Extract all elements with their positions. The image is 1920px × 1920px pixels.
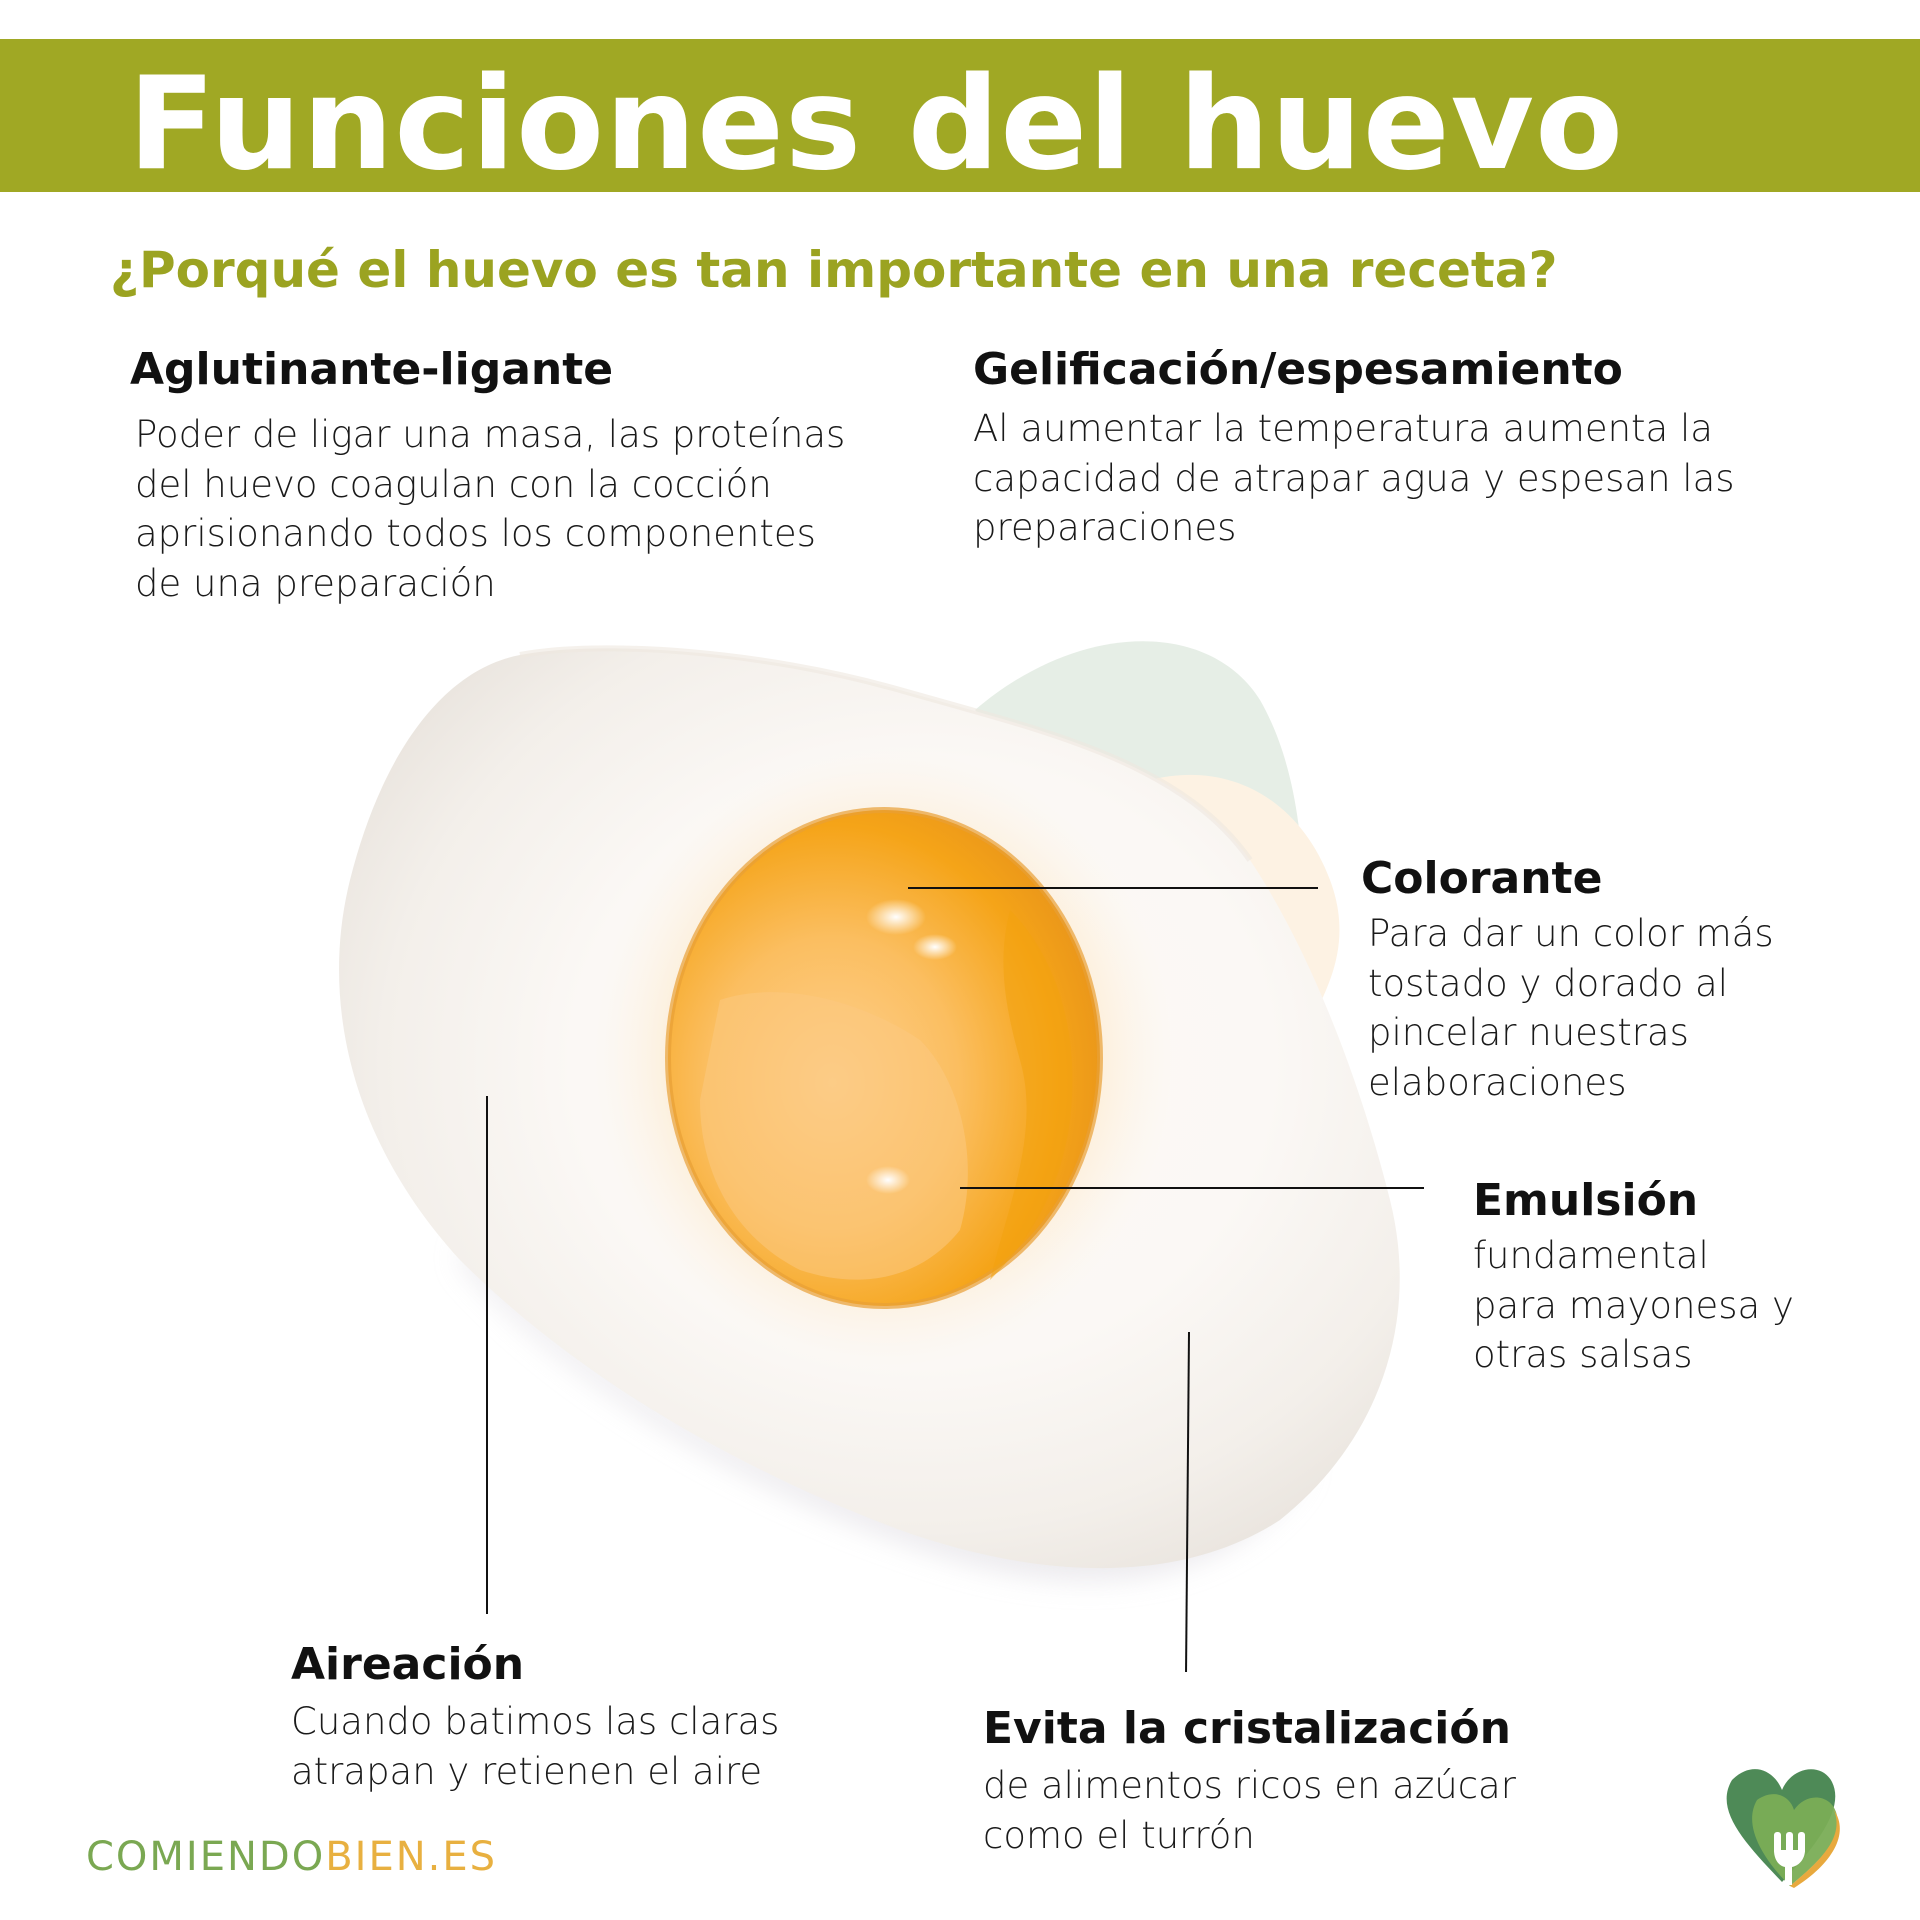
leader-line-aireacion xyxy=(486,1096,488,1614)
function-heading: Aglutinante-ligante xyxy=(130,344,614,395)
function-heading: Aireación xyxy=(291,1639,525,1690)
function-gelificacion: Gelificación/espesamiento Al aumentar la… xyxy=(973,344,1735,553)
function-heading: Emulsión xyxy=(1473,1175,1699,1226)
leader-line-colorante xyxy=(908,887,1318,889)
function-text-line: elaboraciones xyxy=(1368,1060,1627,1104)
leader-line-emulsion xyxy=(960,1187,1424,1189)
function-text-line: preparaciones xyxy=(973,506,1237,549)
function-emulsion: Emulsión fundamental para mayonesa y otr… xyxy=(1473,1175,1794,1380)
function-text-line: fundamental xyxy=(1473,1234,1709,1277)
function-text-line: Cuando batimos las claras xyxy=(291,1700,780,1743)
function-aireacion: Aireación Cuando batimos las claras atra… xyxy=(291,1639,779,1796)
function-colorante: Colorante Para dar un color más tostado … xyxy=(1361,853,1774,1107)
function-text-line: Al aumentar la temperatura aumenta la xyxy=(973,407,1713,450)
page-title: Funciones del huevo xyxy=(128,50,1624,199)
function-text-line: de una preparación xyxy=(135,561,496,605)
brand-part-comiendo: COMIENDO xyxy=(86,1834,326,1880)
page-subtitle: ¿Porqué el huevo es tan importante en un… xyxy=(110,241,1558,299)
heart-fork-icon xyxy=(1726,1769,1840,1888)
function-heading: Gelificación/espesamiento xyxy=(973,344,1623,395)
function-text-line: de alimentos ricos en azúcar xyxy=(983,1764,1516,1807)
function-aglutinante: Aglutinante-ligante Poder de ligar una m… xyxy=(130,344,845,608)
function-heading: Colorante xyxy=(1361,853,1603,904)
function-text-line: otras salsas xyxy=(1473,1333,1693,1376)
function-cristalizacion: Evita la cristalización de alimentos ric… xyxy=(983,1703,1516,1860)
function-heading: Evita la cristalización xyxy=(983,1703,1511,1754)
function-text-line: Para dar un color más xyxy=(1368,912,1774,955)
title-bar xyxy=(0,39,1920,192)
function-text-line: tostado y dorado al xyxy=(1368,961,1728,1005)
function-text-line: del huevo coagulan con la cocción xyxy=(135,462,772,506)
leader-line-cristalizacion xyxy=(1185,1332,1190,1673)
function-text-line: pincelar nuestras xyxy=(1368,1011,1689,1054)
brand-part-es: .ES xyxy=(427,1834,498,1880)
function-text-line: para mayonesa y xyxy=(1473,1283,1794,1327)
brand-part-bien: BIEN xyxy=(325,1834,428,1880)
brand-wordmark: COMIENDOBIEN.ES xyxy=(86,1834,497,1880)
function-text-line: como el turrón xyxy=(983,1813,1255,1857)
function-text-line: Poder de ligar una masa, las proteínas xyxy=(135,413,846,456)
function-text-line: capacidad de atrapar agua y espesan las xyxy=(973,456,1735,500)
function-text-line: atrapan y retienen el aire xyxy=(291,1749,763,1793)
function-text-line: aprisionando todos los componentes xyxy=(135,512,816,555)
